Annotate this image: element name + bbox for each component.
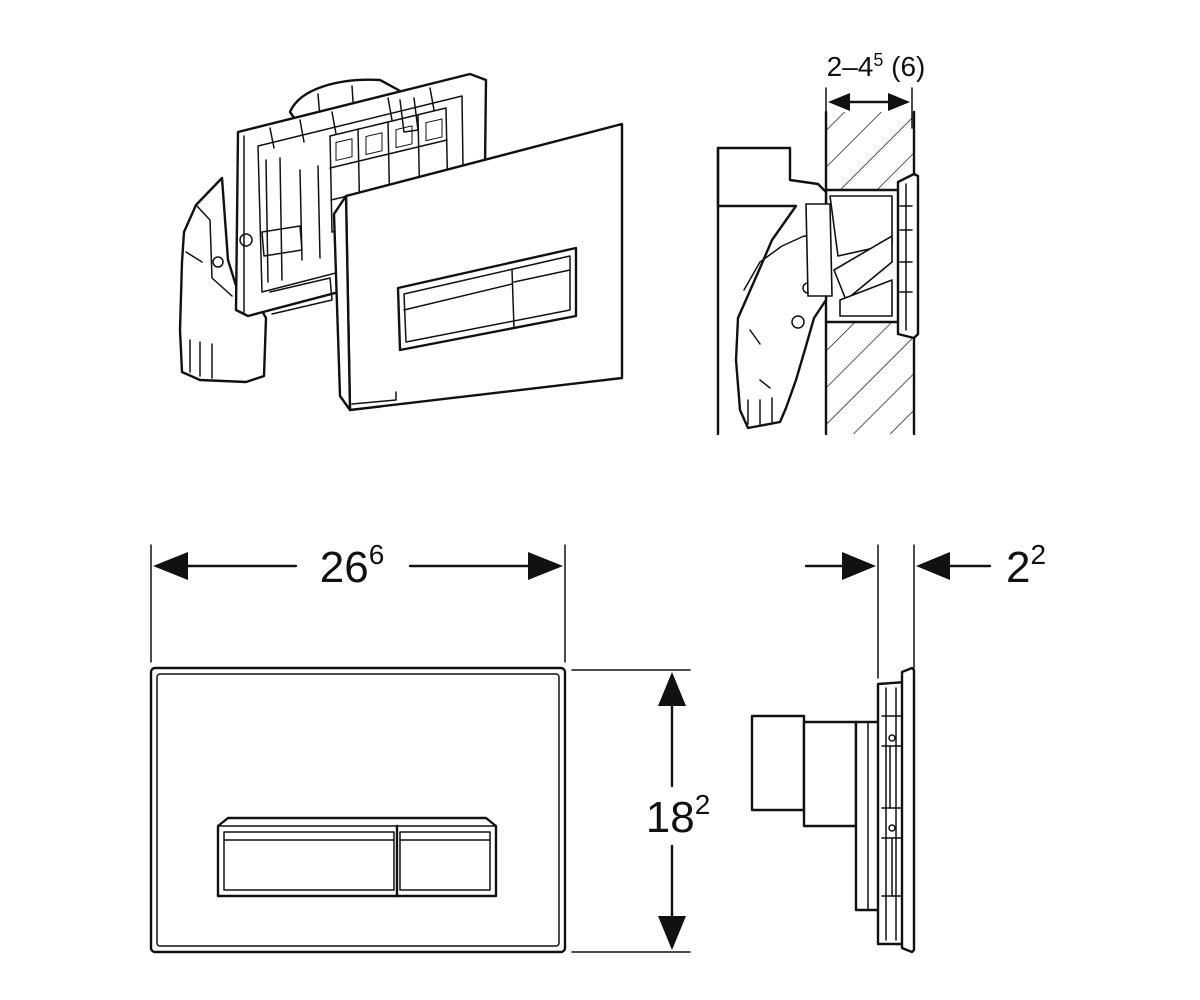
- wall-thickness-label: 2–45 (6): [827, 50, 926, 82]
- width-dimension-label: 266: [320, 539, 385, 592]
- front-view: 266 182: [149, 539, 711, 954]
- side-view: 22: [750, 539, 1046, 954]
- height-dimension-label: 182: [646, 789, 711, 842]
- front-flush-buttons: [216, 816, 498, 898]
- iso-flush-buttons: [396, 246, 578, 352]
- depth-dimension-label: 22: [1006, 539, 1046, 592]
- isometric-view: [178, 72, 624, 412]
- wall-section-view: 2–45 (6): [716, 50, 926, 436]
